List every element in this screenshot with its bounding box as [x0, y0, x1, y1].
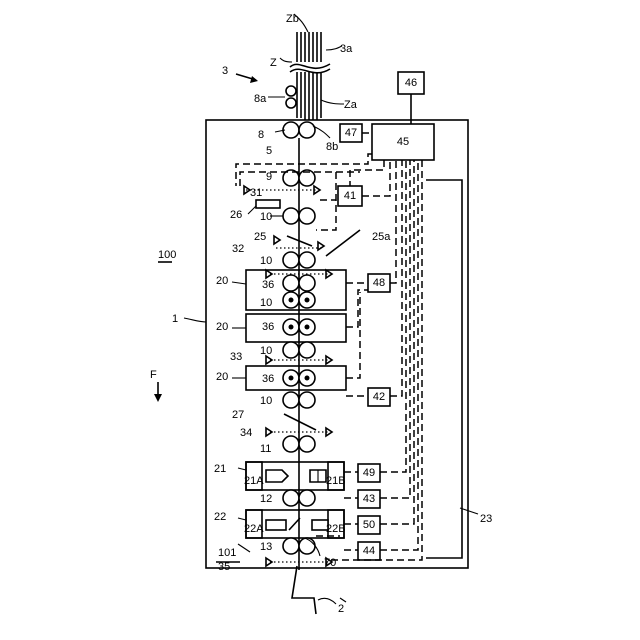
label-3a: 3a	[340, 43, 353, 55]
label-8: 8	[258, 129, 264, 141]
label-70: 70	[324, 557, 336, 569]
label-21b: 21B	[326, 475, 346, 487]
label-3: 3	[222, 65, 228, 77]
label-10-c: 10	[260, 297, 272, 309]
label-25a: 25a	[372, 231, 391, 243]
bus-23	[426, 180, 462, 558]
roller-8-left	[283, 122, 299, 138]
box-49-label: 49	[363, 467, 375, 479]
label-33: 33	[230, 351, 242, 363]
guide-25a	[326, 230, 360, 256]
label-20-a: 20	[216, 275, 228, 287]
label-9: 9	[266, 171, 272, 183]
label-5: 5	[266, 145, 272, 157]
label-27: 27	[232, 409, 244, 421]
label-2: 2	[338, 603, 344, 615]
label-21a: 21A	[244, 475, 264, 487]
label-36-c: 36	[262, 373, 274, 385]
box-42-label: 42	[373, 391, 385, 403]
label-100: 100	[158, 249, 176, 261]
box-45-label: 45	[397, 136, 409, 148]
label-36-a: 36	[262, 279, 274, 291]
label-za: Za	[344, 99, 358, 111]
label-21: 21	[214, 463, 226, 475]
label-22a: 22A	[244, 523, 264, 535]
label-26: 26	[230, 209, 242, 221]
label-10-a: 10	[260, 211, 272, 223]
box-48-label: 48	[373, 277, 385, 289]
roller-8-right	[299, 122, 315, 138]
label-20-b: 20	[216, 321, 228, 333]
box-43-label: 43	[363, 493, 375, 505]
roller-8a-upper	[286, 86, 296, 96]
roller-10a-left	[283, 208, 299, 224]
output-path-2	[292, 566, 316, 614]
label-8a: 8a	[254, 93, 267, 105]
gate-27	[284, 414, 316, 430]
box-50-label: 50	[363, 519, 375, 531]
roller-10a-right	[299, 208, 315, 224]
label-25: 25	[254, 231, 266, 243]
box-47-label: 47	[345, 127, 357, 139]
label-22b: 22B	[326, 523, 346, 535]
box-46-label: 46	[405, 77, 417, 89]
punch-21a	[266, 470, 288, 482]
label-36-b: 36	[262, 321, 274, 333]
label-35: 35	[218, 561, 230, 573]
label-8b: 8b	[326, 141, 338, 153]
sensor-31	[256, 200, 280, 208]
roller-8a-lower	[286, 98, 296, 108]
label-12: 12	[260, 493, 272, 505]
label-20-c: 20	[216, 371, 228, 383]
label-10-e: 10	[260, 395, 272, 407]
label-13: 13	[260, 541, 272, 553]
label-34: 34	[240, 427, 252, 439]
label-zb: Zb	[286, 13, 299, 25]
label-32: 32	[232, 243, 244, 255]
label-z: Z	[270, 57, 277, 69]
label-31: 31	[250, 187, 262, 199]
label-23: 23	[480, 513, 492, 525]
box-41-label: 41	[344, 190, 356, 202]
label-101: 101	[218, 547, 236, 559]
label-22: 22	[214, 511, 226, 523]
label-1: 1	[172, 313, 178, 325]
label-10-d: 10	[260, 345, 272, 357]
label-f: F	[150, 369, 157, 381]
cutter-22a	[266, 520, 286, 530]
label-10-b: 10	[260, 255, 272, 267]
label-11: 11	[260, 443, 271, 455]
box-44-label: 44	[363, 545, 375, 557]
